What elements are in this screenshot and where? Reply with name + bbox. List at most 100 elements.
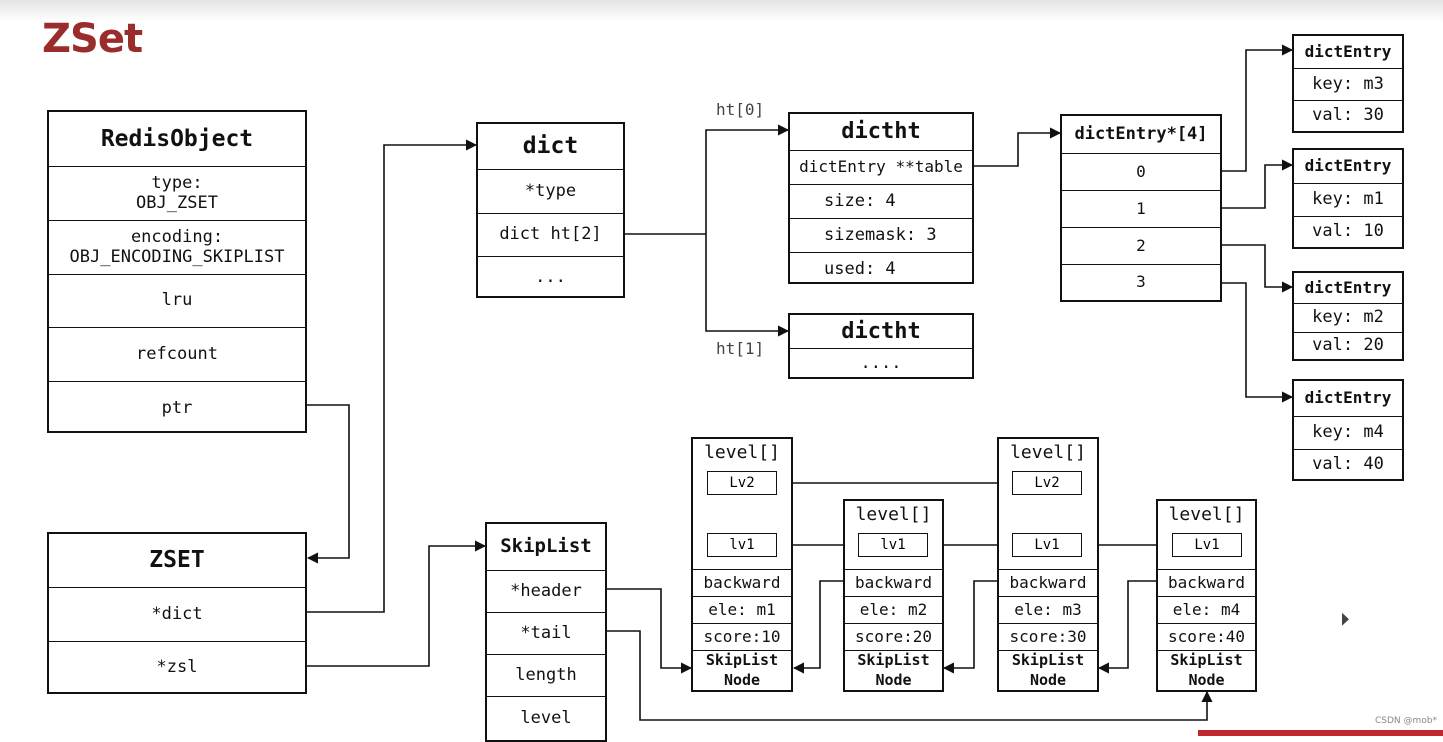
node-ele: ele: m3 [999,596,1097,623]
bucket-slot: 2 [1062,227,1220,264]
node-name-line1: SkipList [1011,651,1085,669]
node-level-label: level[] [704,442,780,463]
node-name: SkipList Node [693,650,791,690]
encoding-label: encoding: [130,226,224,247]
node-name-line1: SkipList [705,651,779,669]
node-ele: ele: m1 [693,596,791,623]
dict-entry-m1: dictEntry key: m1 val: 10 [1292,148,1404,249]
watermark: CSDN @mob* [1374,716,1437,726]
dict-entry-header: dictEntry [1304,388,1392,408]
dict-entry-key: key: m4 [1294,416,1402,449]
dict-type-field: *type [478,169,623,213]
bucket-slot: 3 [1062,264,1220,300]
node-level-label: level[] [1010,442,1086,463]
skiplist-header: SkipList [500,535,592,558]
dict-ht-field: dict ht[2] [478,213,623,256]
type-label: type: [151,172,203,193]
bucket-slot: 1 [1062,190,1220,227]
dict-entry-key: key: m3 [1294,68,1402,100]
node-name-line2: Node [1188,670,1225,689]
encoding-value: OBJ_ENCODING_SKIPLIST [69,246,285,267]
bucket-array-header: dictEntry*[4] [1074,123,1208,144]
zset-zsl-to-skiplist-arrow [306,540,487,667]
dict-entry-header: dictEntry [1304,156,1392,176]
bottom-red-bar [1198,730,1443,736]
bucket2-arrow [1221,244,1294,293]
node-ele: ele: m4 [1158,596,1255,623]
node-name-line1: SkipList [857,651,930,669]
bucket-slot: 0 [1062,153,1220,190]
dict-entry-val: val: 40 [1294,449,1402,479]
node-m3-lv2: Lv2 [1012,471,1082,495]
dict-more-field: ... [478,256,623,298]
ht0-label: ht[0] [716,100,765,119]
node-name: SkipList Node [999,650,1097,690]
dict-entry-m4: dictEntry key: m4 val: 40 [1292,379,1404,481]
ptr-to-zset-arrow [306,404,350,564]
node-name-line1: SkipList [1170,651,1243,669]
bucket0-arrow [1221,44,1294,172]
page-title: ZSet [42,16,143,62]
backward-node4-to-node3 [1097,580,1157,674]
ht0-arrow [705,124,790,234]
skiplist-header-ptr: *header [487,570,605,612]
dict-entry-header: dictEntry [1304,277,1392,297]
redis-object-encoding: encoding: OBJ_ENCODING_SKIPLIST [49,220,305,274]
node-name: SkipList Node [1158,650,1255,690]
dictht-1-header: dictht [841,318,921,344]
tail-to-node4-arrow [606,630,1213,721]
node-m3-lv1: Lv1 [1012,533,1082,557]
zset-zsl-field: *zsl [49,641,305,694]
node-m1-lv2: Lv2 [707,471,777,495]
dictht-0-box: dictht dictEntry **table size: 4 sizemas… [788,112,974,284]
node-score: score:30 [999,623,1097,650]
zset-box: ZSET *dict *zsl [47,532,307,694]
zset-header: ZSET [149,547,205,574]
dictht-0-table: dictEntry **table [790,150,972,184]
backward-node2-to-node1 [792,580,844,674]
node-backward: backward [1158,569,1255,596]
redis-object-box: RedisObject type: OBJ_ZSET encoding: OBJ… [47,110,307,433]
bucket1-arrow [1221,159,1294,209]
node-m4-lv1: Lv1 [1172,533,1242,557]
type-value: OBJ_ZSET [136,192,218,213]
node-backward: backward [693,569,791,596]
node-score: score:10 [693,623,791,650]
table-to-buckets-arrow [973,127,1062,167]
top-band [0,0,1443,22]
dict-entry-val: val: 10 [1294,216,1402,247]
node-score: score:40 [1158,623,1255,650]
dict-entry-val: val: 30 [1294,100,1402,131]
node-m2-lv1: lv1 [858,533,928,557]
skiplist-length: length [487,654,605,696]
skiplist-node-m4: level[] backward ele: m4 score:40 SkipLi… [1156,499,1257,692]
dict-entry-val: val: 20 [1294,332,1402,359]
dictht-0-used: used: 4 [790,252,972,286]
dict-entry-key: key: m1 [1294,183,1402,216]
node-level-label: level[] [1168,504,1245,525]
dictht-1-box: dictht .... [788,313,974,379]
zset-dict-to-dict-arrow [306,139,478,613]
redis-object-header: RedisObject [100,125,254,152]
dictht-1-more: .... [790,348,972,379]
dict-entry-key: key: m2 [1294,303,1402,332]
node-backward: backward [999,569,1097,596]
node-backward: backward [845,569,942,596]
bucket3-arrow [1221,282,1294,403]
dictht-0-sizemask: sizemask: 3 [790,218,972,252]
dictht-0-size: size: 4 [790,184,972,218]
dict-entry-m2: dictEntry key: m2 val: 20 [1292,271,1404,361]
skiplist-node-m2: level[] backward ele: m2 score:20 SkipLi… [843,499,944,692]
redis-object-ptr: ptr [49,381,305,435]
dictht-0-header: dictht [841,119,921,145]
dict-entry-header: dictEntry [1304,41,1392,61]
mouse-cursor-icon [1342,612,1349,629]
skiplist-tail-ptr: *tail [487,612,605,654]
zset-dict-field: *dict [49,587,305,641]
dict-entry-m3: dictEntry key: m3 val: 30 [1292,34,1404,133]
bucket-array-box: dictEntry*[4] 0 1 2 3 [1060,114,1222,302]
node-m1-lv1: lv1 [707,533,777,557]
redis-object-lru: lru [49,274,305,327]
node-name-line2: Node [1029,670,1067,689]
